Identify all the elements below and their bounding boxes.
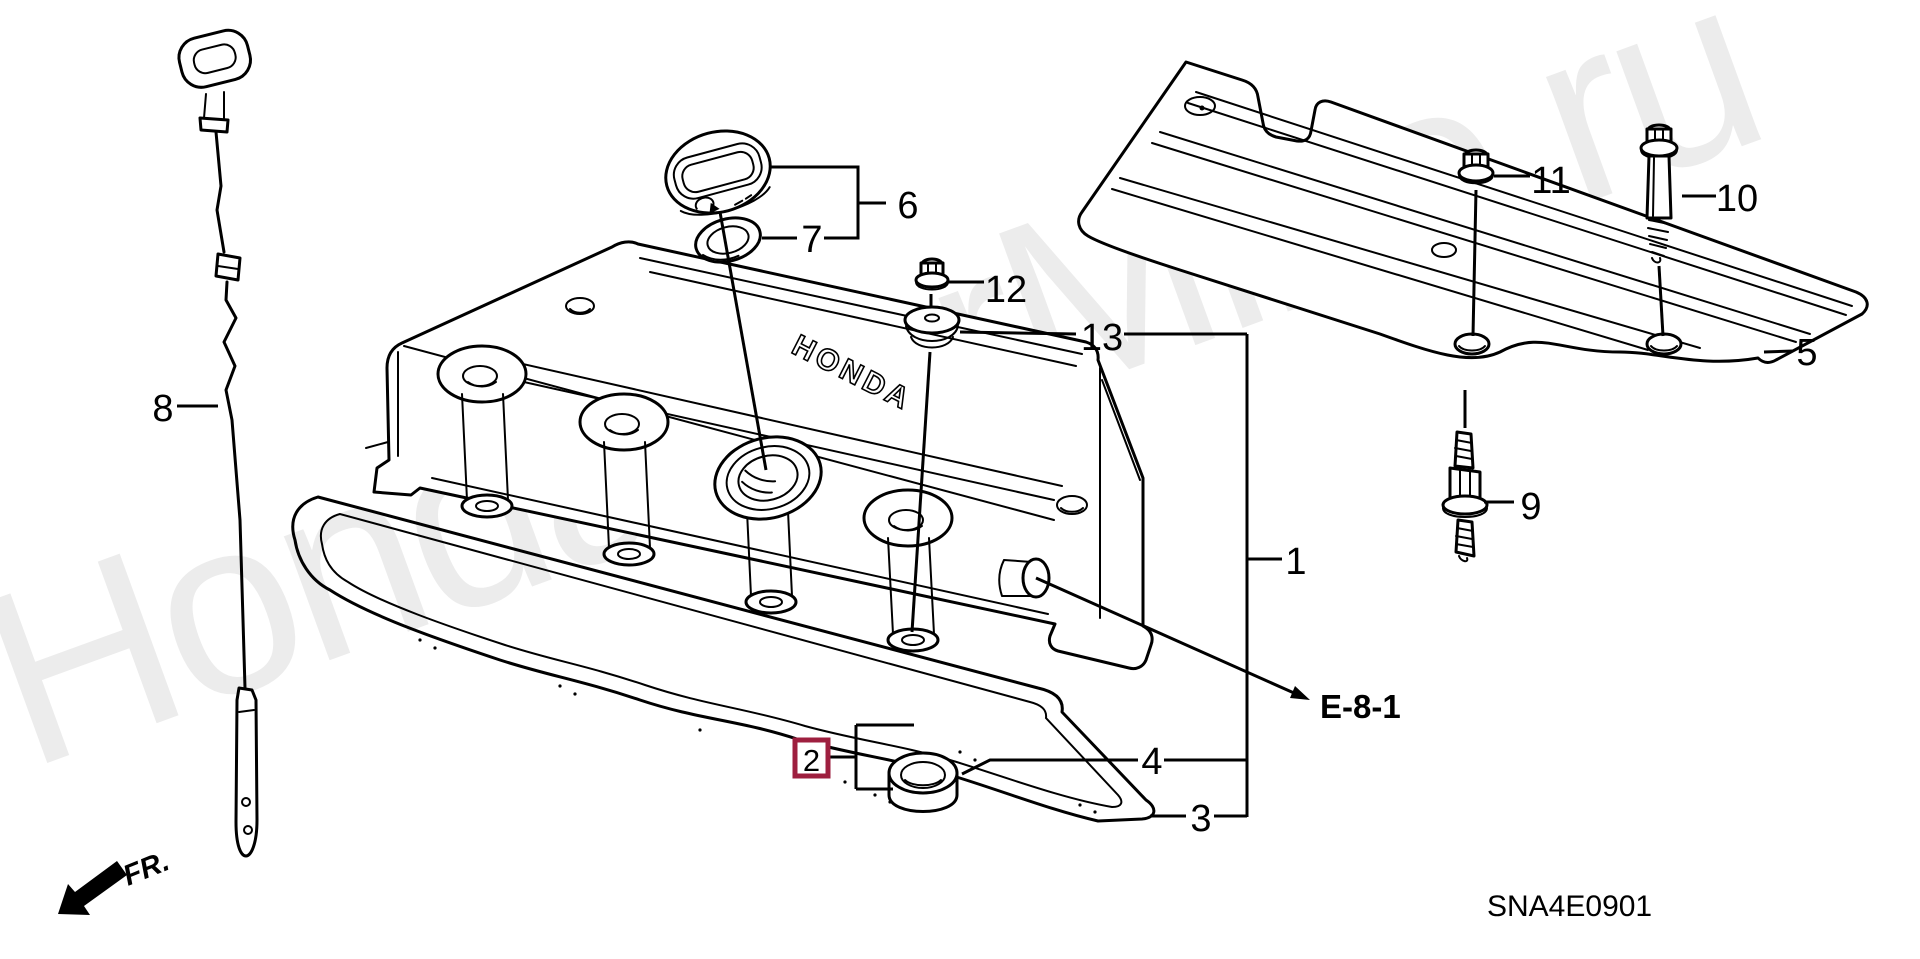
cover-rib-lines bbox=[1111, 91, 1853, 351]
diagram-code: SNA4E0901 bbox=[1487, 890, 1652, 923]
bolt-boss-holes bbox=[565, 297, 1088, 515]
seal-washer-13 bbox=[903, 305, 961, 349]
oil-filler-cap bbox=[664, 129, 772, 216]
callout-3[interactable]: 3 bbox=[1190, 798, 1211, 840]
filler-cap-seal bbox=[694, 216, 762, 264]
callout-13[interactable]: 13 bbox=[1081, 317, 1123, 359]
highlighted-callout-2[interactable]: 2 bbox=[792, 737, 831, 779]
callout-11[interactable]: 11 bbox=[1531, 160, 1570, 202]
shoulder-bolt-10 bbox=[1639, 123, 1679, 264]
stud-bolt-9 bbox=[1441, 430, 1489, 563]
callout-6[interactable]: 6 bbox=[897, 185, 918, 227]
callout-2[interactable]: 2 bbox=[803, 743, 820, 778]
engine-cover bbox=[1077, 60, 1869, 364]
oil-dipstick bbox=[177, 28, 259, 858]
callout-12[interactable]: 12 bbox=[985, 269, 1027, 311]
tube-seal[interactable] bbox=[887, 751, 959, 813]
callout-5[interactable]: 5 bbox=[1796, 332, 1817, 374]
oil-filler-neck bbox=[713, 435, 823, 521]
callout-9[interactable]: 9 bbox=[1520, 486, 1541, 528]
callout-1[interactable]: 1 bbox=[1285, 541, 1306, 583]
callout-8[interactable]: 8 bbox=[152, 388, 173, 430]
cross-reference-label[interactable]: E-8-1 bbox=[1320, 688, 1401, 725]
front-direction-arrow bbox=[58, 861, 127, 915]
callout-7[interactable]: 7 bbox=[801, 219, 822, 261]
front-marker-label: FR. bbox=[119, 845, 174, 892]
callout-10[interactable]: 10 bbox=[1716, 178, 1758, 220]
leader-lines bbox=[177, 165, 1794, 818]
callout-4[interactable]: 4 bbox=[1141, 741, 1162, 783]
flange-bolt-11 bbox=[1457, 148, 1495, 185]
cover-ridge-lines bbox=[365, 257, 1141, 619]
gasket-silhouette bbox=[292, 497, 1154, 821]
flange-bolt-12 bbox=[914, 257, 950, 291]
cross-reference-arrow bbox=[1035, 576, 1310, 700]
